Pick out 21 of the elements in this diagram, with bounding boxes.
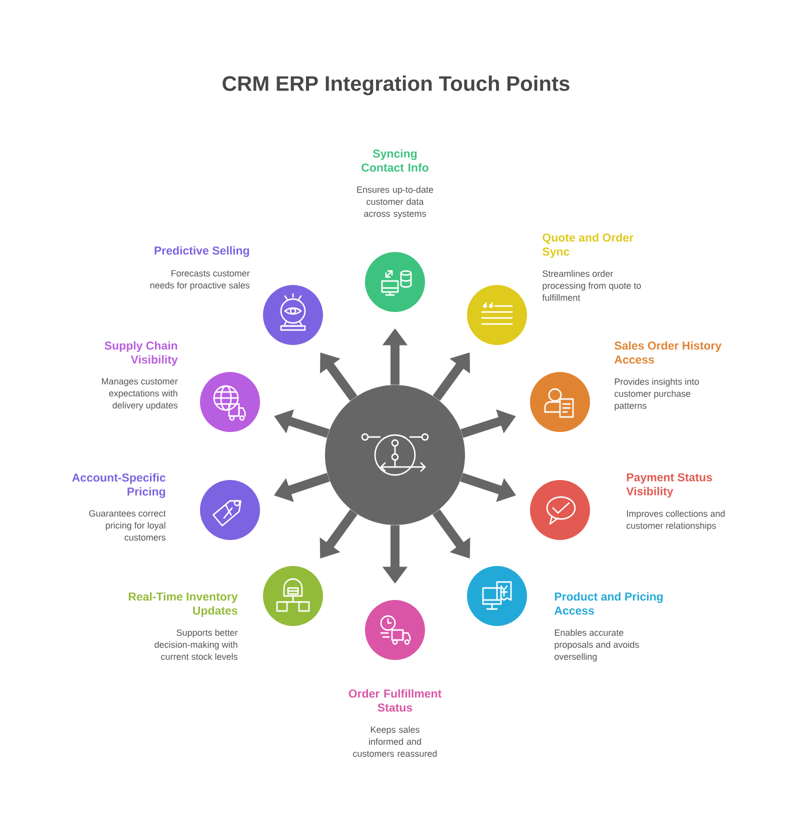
description: Keeps sales informed and customers reassured [353, 726, 437, 757]
heading: Account-Specific Pricing [72, 473, 166, 498]
heading: Supply Chain Visibility [104, 341, 178, 366]
heading: Quote and Order Sync [542, 233, 634, 258]
description: Streamlines order processing from quote to fulfillment [542, 270, 641, 301]
description: Supports better decision-making with current stock levels [154, 629, 238, 660]
heading: Syncing Contact Info [362, 149, 428, 172]
heading: Product and Pricing Access [554, 592, 663, 615]
description: Forecasts customer needs for proactive sales [150, 270, 250, 290]
heading: Predictive Selling [154, 246, 250, 257]
heading: Order Fulfillment Status [348, 689, 442, 712]
description: Ensures up-to-date customer data across systems [357, 186, 434, 219]
title: CRM ERP Integration Touch Points [222, 76, 570, 96]
heading: Payment Status Visibility [626, 473, 712, 498]
description: Enables accurate proposals and avoids overselling [554, 629, 639, 662]
heading: Sales Order History Access [614, 341, 722, 364]
heading: Real-Time Inventory Updates [128, 592, 238, 617]
description: Guarantees correct pricing for loyal customers [89, 510, 166, 541]
description: Improves collections and customer relationships [626, 510, 725, 531]
description: Provides insights into customer purchase patterns [614, 378, 699, 411]
description: Manages customer expectations with delivery updates [102, 378, 178, 410]
